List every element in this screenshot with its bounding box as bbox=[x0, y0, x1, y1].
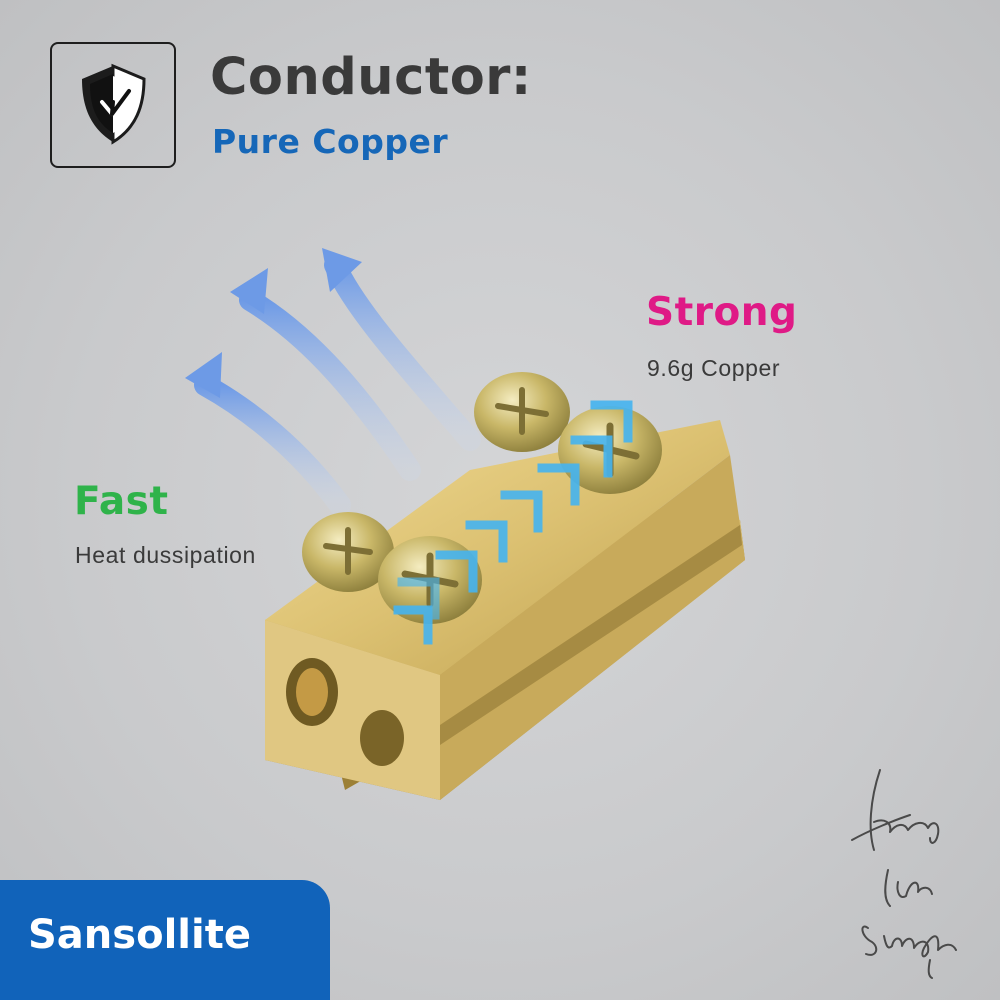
fast-feature-title: Fast bbox=[74, 479, 169, 524]
keep-life-simple-signature bbox=[851, 769, 957, 979]
page-subtitle: Pure Copper bbox=[212, 122, 449, 161]
inward-chevron-arrows-icon bbox=[393, 400, 633, 645]
brand-tab bbox=[0, 880, 330, 1000]
heat-flow-arrows-icon bbox=[185, 248, 481, 516]
shield-badge-box bbox=[50, 42, 176, 168]
strong-feature-detail: 9.6g Copper bbox=[647, 355, 781, 381]
shield-check-icon bbox=[82, 63, 146, 145]
fast-feature-detail: Heat dussipation bbox=[75, 542, 256, 568]
strong-feature-title: Strong bbox=[646, 290, 798, 335]
brass-terminal-block bbox=[265, 420, 745, 800]
page-title: Conductor: bbox=[210, 48, 532, 107]
brand-name: Sansollite bbox=[28, 912, 251, 958]
